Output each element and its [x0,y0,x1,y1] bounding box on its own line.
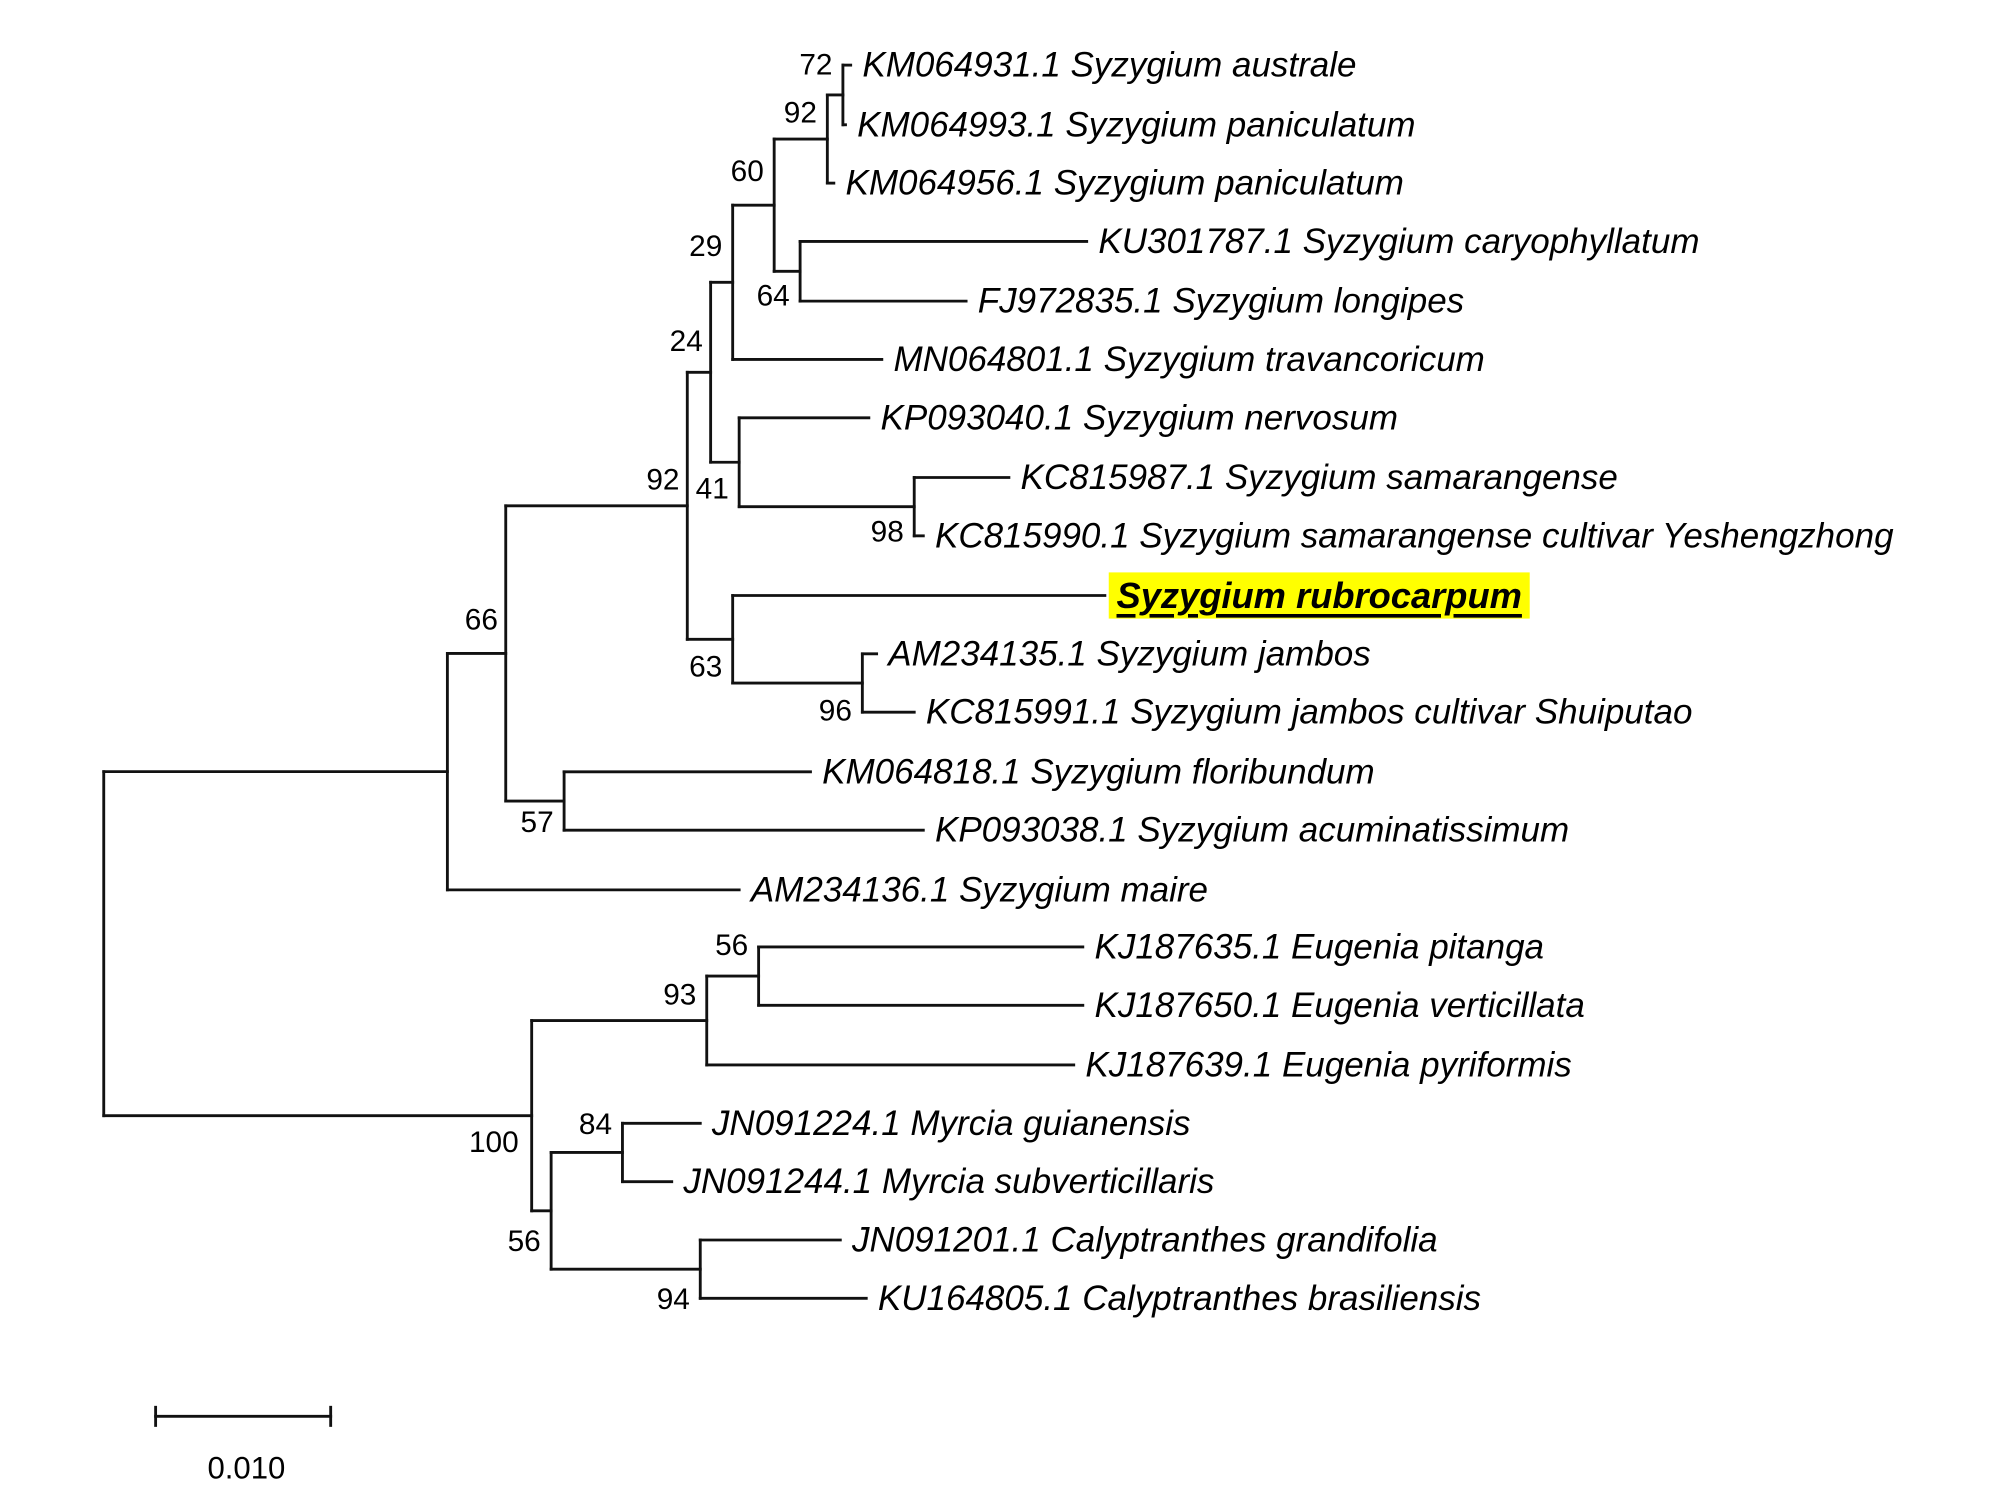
bootstrap-value: 98 [871,515,904,548]
taxon-label: JN091224.1 Myrcia guianensis [711,1104,1191,1143]
taxon-label: JN091201.1 Calyptranthes grandifolia [851,1220,1438,1259]
taxon-label: KJ187635.1 Eugenia pitanga [1094,927,1544,966]
taxon-label: Syzygium rubrocarpum [1117,575,1522,616]
scale-bar: 0.010 [154,1405,333,1486]
taxon-label: KM064993.1 Syzygium paniculatum [857,105,1415,144]
bootstrap-value: 29 [689,230,722,263]
bootstrap-value: 92 [784,97,817,130]
taxon-label: KM064931.1 Syzygium australe [862,46,1356,85]
bootstrap-value: 64 [757,279,790,312]
taxon-label: KM064818.1 Syzygium floribundum [822,752,1375,791]
taxon-label: KU301787.1 Syzygium caryophyllatum [1098,222,1699,261]
bootstrap-value: 100 [469,1126,519,1159]
taxon-label: KP093038.1 Syzygium acuminatissimum [935,811,1569,850]
bootstrap-value: 41 [696,473,729,506]
bootstrap-value: 24 [670,325,703,358]
taxon-label: JN091244.1 Myrcia subverticillaris [682,1162,1214,1201]
bootstrap-value: 56 [715,929,748,962]
scale-bar-label: 0.010 [207,1451,285,1486]
highlight-box [1108,572,1530,619]
bootstrap-value: 63 [689,650,722,683]
taxon-label: KC815987.1 Syzygium samarangense [1021,458,1618,497]
bootstrap-value: 93 [663,978,696,1011]
taxon-label: KP093040.1 Syzygium nervosum [881,398,1398,437]
taxon-label: AM234135.1 Syzygium jambos [886,634,1370,673]
taxon-label: KJ187639.1 Eugenia pyriformis [1085,1045,1571,1084]
bootstrap-value: 84 [579,1108,612,1141]
bootstrap-value: 96 [819,694,852,727]
bootstrap-value: 57 [521,806,554,839]
bootstrap-value: 60 [731,155,764,188]
taxon-label: FJ972835.1 Syzygium longipes [978,282,1464,321]
taxon-label: KU164805.1 Calyptranthes brasiliensis [878,1279,1481,1318]
bootstrap-value: 72 [799,49,832,82]
bootstrap-value: 66 [465,604,498,637]
taxon-label: KC815991.1 Syzygium jambos cultivar Shui… [926,693,1693,732]
bootstrap-value: 94 [657,1283,690,1316]
bootstrap-value: 56 [508,1225,541,1258]
taxon-label: AM234136.1 Syzygium maire [749,870,1208,909]
taxon-label: KJ187650.1 Eugenia verticillata [1094,986,1584,1025]
taxon-label: KM064956.1 Syzygium paniculatum [845,164,1403,203]
bootstrap-value: 92 [646,464,679,497]
taxon-label: MN064801.1 Syzygium travancoricum [893,340,1484,379]
taxon-label: KC815990.1 Syzygium samarangense cultiva… [935,516,1894,555]
